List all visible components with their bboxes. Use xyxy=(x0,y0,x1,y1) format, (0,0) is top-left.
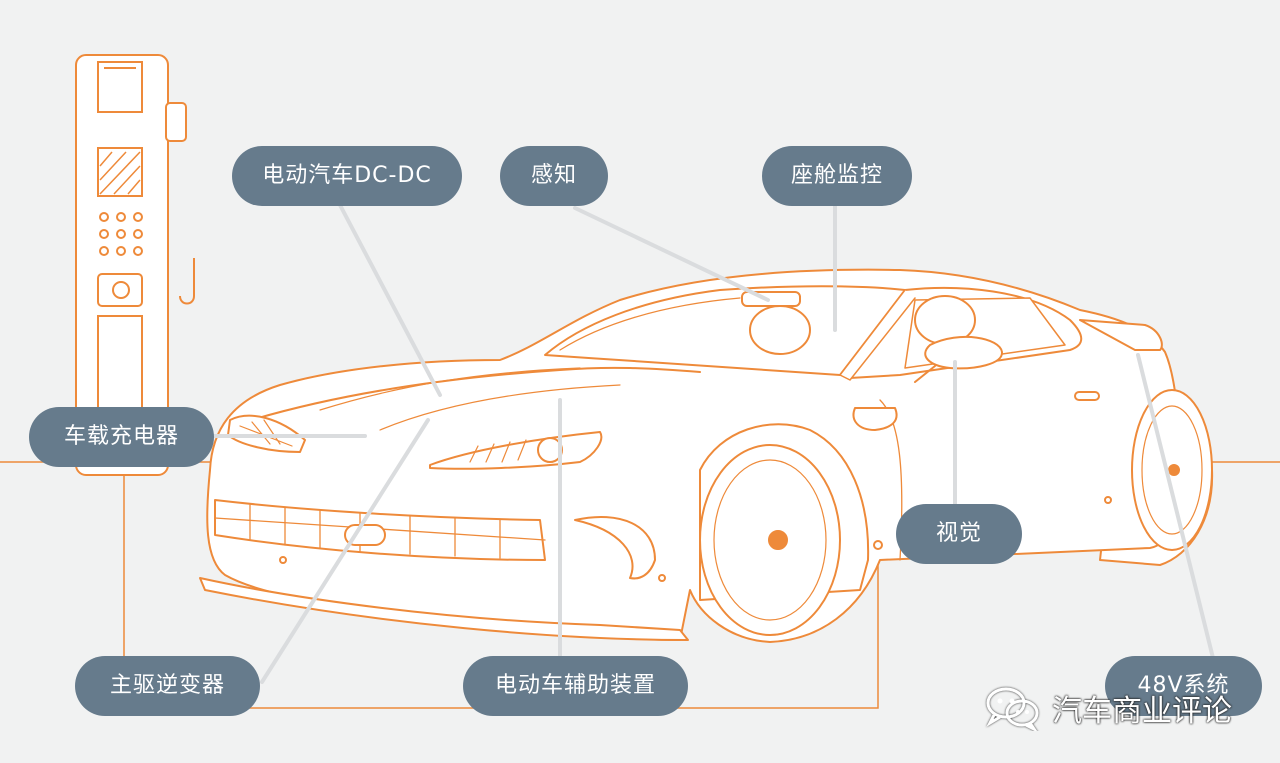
label-cabin-monitoring: 座舱监控 xyxy=(762,146,912,206)
label-main-inverter: 主驱逆变器 xyxy=(75,656,260,716)
label-48v-system: 48V系统 xyxy=(1105,656,1262,716)
watermark-text: 汽车商业评论 xyxy=(1052,694,1232,729)
car-illustration xyxy=(199,268,1214,643)
label-onboard-charger: 车载充电器 xyxy=(29,407,214,467)
watermark: 汽车商业评论 xyxy=(984,678,1232,738)
label-perception: 感知 xyxy=(500,146,608,206)
label-vision: 视觉 xyxy=(896,504,1022,564)
label-ev-dcdc: 电动汽车DC-DC xyxy=(232,146,462,206)
leader-lines xyxy=(210,203,1215,684)
label-ev-auxiliary: 电动车辅助装置 xyxy=(463,656,688,716)
wechat-icon xyxy=(986,687,1039,731)
